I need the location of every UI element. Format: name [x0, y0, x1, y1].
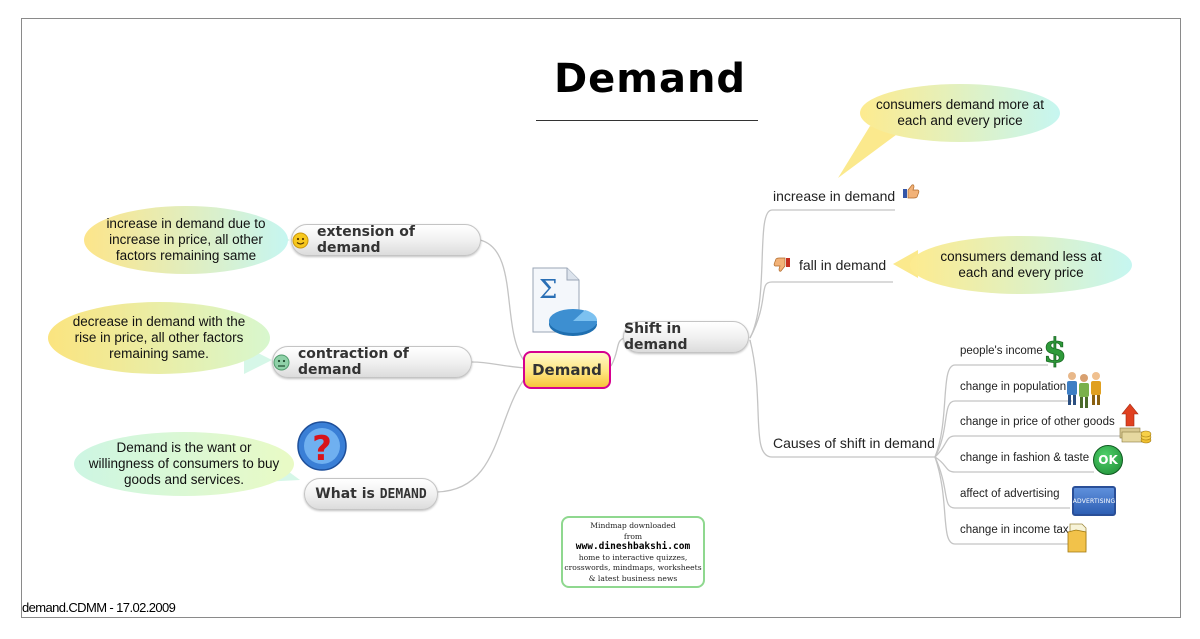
- folder-document-icon: [1067, 523, 1087, 553]
- question-mark-icon: ?: [297, 421, 347, 471]
- smiley-sad-icon: [273, 354, 290, 371]
- callout-fall-in-demand: consumers demand less at each and every …: [910, 236, 1132, 294]
- cause-change-in-fashion-and-taste[interactable]: change in fashion & taste: [960, 452, 1090, 464]
- cause-affect-of-advertising[interactable]: affect of advertising: [960, 488, 1060, 500]
- connector: [934, 435, 1120, 458]
- canvas-frame: [21, 18, 1181, 618]
- money-arrow-up-icon: [1119, 403, 1152, 444]
- smiley-happy-icon: [292, 232, 309, 249]
- node-increase-in-demand[interactable]: increase in demand: [773, 188, 896, 204]
- connector: [749, 281, 893, 339]
- connector: [479, 239, 526, 363]
- cause-change-in-price-of-other-goods[interactable]: change in price of other goods: [960, 416, 1115, 428]
- connector: [610, 337, 626, 367]
- node-shift-in-demand[interactable]: Shift in demand: [623, 321, 749, 353]
- callout-what-is-demand: Demand is the want or willingness of con…: [74, 432, 294, 496]
- node-label-prefix: What is: [315, 486, 380, 502]
- callout-contraction: decrease in demand with the rise in pric…: [48, 302, 270, 374]
- callout-increase-in-demand: consumers demand more at each and every …: [860, 84, 1060, 142]
- connector: [934, 456, 1070, 509]
- sigma-chart-icon: Σ: [532, 267, 598, 336]
- title-underline: [536, 120, 758, 121]
- ok-badge-icon: OK: [1093, 445, 1123, 475]
- credit-line: & latest business news: [588, 573, 678, 583]
- dollar-sign-icon: $: [1043, 332, 1067, 368]
- node-fall-in-demand[interactable]: fall in demand: [799, 257, 887, 273]
- credit-line: crosswords, mindmaps, worksheets: [564, 563, 702, 573]
- cause-change-in-income-tax[interactable]: change in income tax: [960, 524, 1069, 536]
- connector: [934, 400, 1072, 458]
- connector: [749, 339, 935, 458]
- central-topic[interactable]: Demand: [523, 351, 611, 389]
- credit-line: Mindmap downloaded: [590, 521, 676, 530]
- credit-line: home to interactive quizzes,: [578, 552, 688, 562]
- connector: [934, 456, 1070, 545]
- footer-filename: demand.CDMM - 17.02.2009: [22, 600, 176, 615]
- credit-line: from: [623, 531, 643, 541]
- node-what-is-demand[interactable]: What is DEMAND: [304, 478, 438, 510]
- node-contraction-of-demand[interactable]: contraction of demand: [272, 346, 472, 378]
- connector: [934, 456, 1094, 473]
- node-causes-of-shift[interactable]: Causes of shift in demand: [773, 435, 935, 451]
- cause-peoples-income[interactable]: people's income: [960, 345, 1043, 357]
- thumbs-down-icon: [773, 257, 790, 272]
- callout-extension: increase in demand due to increase in pr…: [84, 206, 288, 274]
- advertising-sign-icon: ADVERTISING: [1072, 486, 1116, 516]
- node-label-emphasis: DEMAND: [379, 486, 427, 502]
- connector: [749, 209, 895, 339]
- connector: [934, 364, 1048, 458]
- credit-box: Mindmap downloaded from www.dineshbakshi…: [561, 516, 705, 588]
- node-label: contraction of demand: [298, 346, 409, 378]
- cause-change-in-population[interactable]: change in population: [960, 381, 1067, 393]
- page-title: Demand: [553, 56, 747, 102]
- svg-text:$: $: [1043, 332, 1067, 368]
- svg-text:Σ: Σ: [539, 275, 557, 305]
- callout-tail: [838, 126, 900, 178]
- connector: [436, 377, 526, 493]
- people-group-icon: [1067, 372, 1101, 408]
- node-extension-of-demand[interactable]: extension of demand: [291, 224, 481, 256]
- thumbs-up-icon: [903, 184, 920, 199]
- credit-site-link[interactable]: www.dineshbakshi.com: [575, 541, 691, 553]
- svg-text:?: ?: [312, 429, 332, 469]
- connector: [471, 361, 526, 369]
- node-label: extension of demand: [317, 224, 415, 256]
